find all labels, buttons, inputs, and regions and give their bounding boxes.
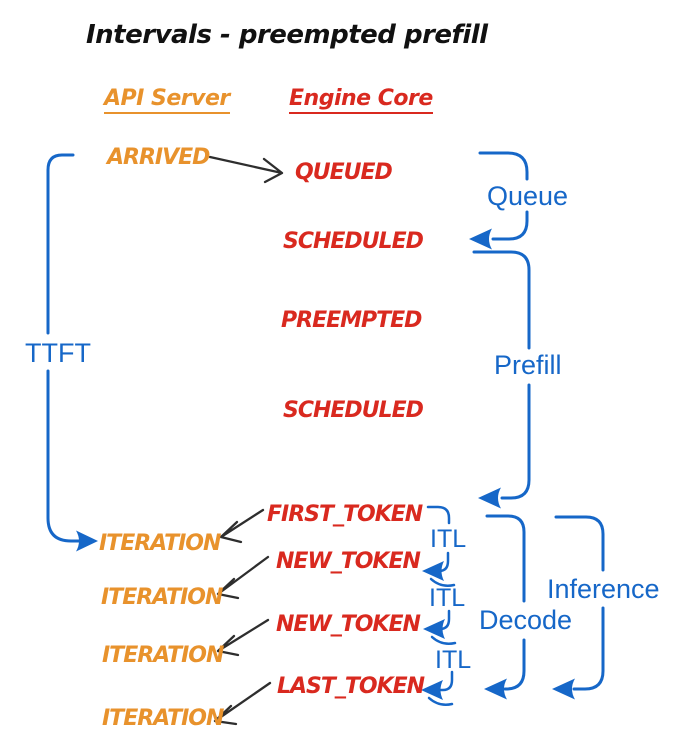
itl1-arrowhead-icon: [422, 561, 444, 581]
interval-label-queue: Queue: [487, 181, 569, 211]
event-first-token: FIRST_TOKEN: [267, 502, 423, 527]
interval-label-itl-3: ITL: [435, 646, 472, 674]
event-iteration-2: ITERATION: [101, 585, 223, 610]
event-arrived: ARRIVED: [107, 145, 210, 170]
event-queued: QUEUED: [295, 160, 393, 185]
interval-label-prefill: Prefill: [494, 350, 562, 380]
event-last-token: LAST_TOKEN: [277, 674, 425, 699]
ttft-arrowhead-icon: [76, 530, 98, 552]
itl1-arrow-tail: [429, 577, 456, 587]
interval-label-itl-2: ITL: [429, 584, 466, 612]
itl2-arrow-tail: [430, 635, 457, 645]
prefill-bracket-top: [472, 250, 531, 350]
decode-bracket-top: [485, 514, 526, 603]
ttft-bracket-bottom: [46, 369, 86, 543]
arrow-new-token1-to-iteration: [216, 555, 270, 600]
itl3-arrowhead-icon: [421, 680, 443, 700]
itl2-arrowhead-icon: [423, 619, 445, 639]
column-header-api-server: API Server: [104, 88, 230, 114]
inference-bracket-top: [554, 515, 605, 572]
interval-label-ttft: TTFT: [25, 338, 91, 368]
queue-bracket-top: [478, 151, 529, 181]
interval-label-decode: Decode: [479, 605, 573, 635]
event-iteration-4: ITERATION: [102, 706, 224, 731]
diagram-title: Intervals - preempted prefill: [86, 20, 488, 50]
itl3-arrow-tail: [427, 696, 454, 706]
prefill-arrowhead-icon: [478, 487, 501, 509]
arrow-first-token-to-iteration: [219, 508, 265, 544]
decode-bracket-bottom: [503, 638, 526, 691]
event-preempted: PREEMPTED: [281, 308, 422, 333]
queue-bracket-bottom: [491, 210, 529, 241]
event-scheduled-1: SCHEDULED: [283, 229, 424, 254]
interval-label-inference: Inference: [547, 574, 660, 604]
arrow-new-token2-to-iteration: [216, 618, 270, 657]
arrow-last-token-to-iteration: [213, 681, 272, 726]
event-scheduled-2: SCHEDULED: [283, 398, 424, 423]
event-new-token-1: NEW_TOKEN: [276, 549, 421, 574]
itl1-bracket-top: [426, 505, 451, 525]
event-iteration-3: ITERATION: [102, 643, 224, 668]
decode-arrowhead-icon: [484, 678, 507, 700]
itl3-hook: [439, 670, 454, 692]
arrow-arrived-to-queued: [208, 155, 284, 184]
queue-arrowhead-icon: [469, 228, 492, 250]
event-iteration-1: ITERATION: [99, 531, 221, 556]
prefill-bracket-bottom: [500, 383, 531, 500]
event-new-token-2: NEW_TOKEN: [276, 612, 421, 637]
inference-arrowhead-icon: [552, 678, 575, 700]
inference-bracket-bottom: [572, 606, 605, 691]
ttft-bracket-top: [46, 153, 75, 335]
interval-label-itl-1: ITL: [430, 525, 467, 553]
column-header-engine-core: Engine Core: [289, 88, 433, 114]
